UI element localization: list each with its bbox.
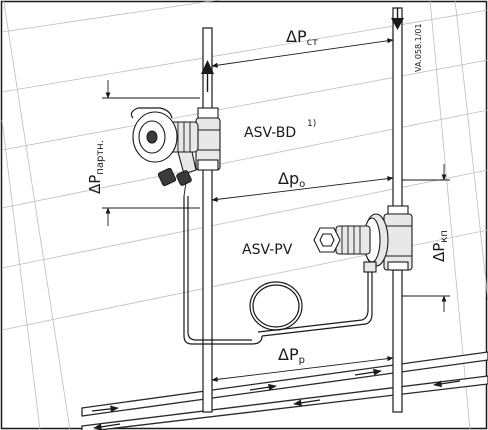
label-dp-kp: ΔPкп <box>430 230 450 262</box>
label-dp-partn: ΔPпартн. <box>86 140 106 194</box>
flow-arrow-return-3 <box>433 380 461 388</box>
document-code: VA.058.1/01 <box>414 23 423 72</box>
dimension-dp-o <box>211 176 394 202</box>
flow-arrow-down-right-head <box>391 18 404 30</box>
flow-arrow-supply-2 <box>249 383 277 391</box>
flow-arrow-return-1 <box>93 423 121 430</box>
flow-arrow-return-2 <box>293 399 321 407</box>
dimension-dp-p <box>211 356 394 382</box>
label-dp-p: ΔPp <box>278 345 305 366</box>
label-asv-pv: ASV-PV <box>242 242 293 258</box>
asv-bd-valve <box>130 107 221 197</box>
label-dp-o: Δpo <box>278 169 305 190</box>
label-asv-bd: ASV-BD <box>244 125 296 141</box>
impulse-tube-coil <box>249 281 303 331</box>
flow-arrow-up-left-head <box>201 60 214 74</box>
dimension-dp-partn <box>102 80 200 226</box>
label-dp-st: ΔPст <box>286 27 318 48</box>
dimension-dp-kp <box>402 164 450 312</box>
flow-arrow-supply-1 <box>91 405 119 413</box>
label-asv-bd-note: 1) <box>307 119 316 129</box>
dimension-dp-st <box>211 34 394 72</box>
impulse-tube <box>183 196 373 345</box>
asv-pv-valve <box>313 205 413 273</box>
